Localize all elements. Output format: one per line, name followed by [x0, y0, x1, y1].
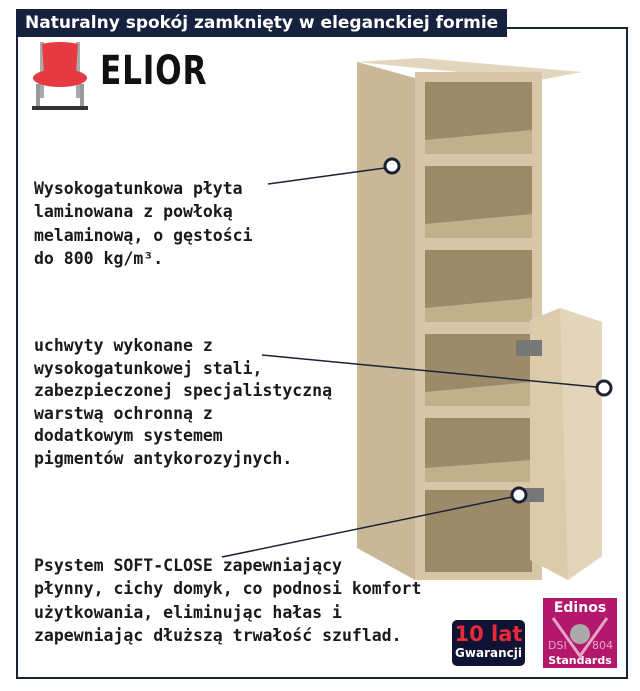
text-line: melaminową, o gęstości	[34, 225, 253, 245]
brand-name: ELIOR	[100, 48, 208, 94]
standards-left: DSI	[548, 639, 567, 652]
text-line: pigmentów antykorozyjnych.	[34, 448, 293, 468]
standards-logo-icon	[551, 617, 609, 659]
callout-dot	[383, 157, 401, 175]
feature-soft-close: Psystem SOFT-CLOSE zapewniający płynny, c…	[34, 554, 421, 647]
feature-handles: uchwyty wykonane z wysokogatunkowej stali…	[34, 335, 332, 471]
chair-icon	[32, 42, 88, 110]
text-line: dodatkowym systemem	[34, 426, 223, 446]
warranty-years: 10 lat	[454, 622, 523, 646]
text-line: użytkowania, eliminując hałas i	[34, 602, 342, 622]
text-line: Wysokogatunkowa płyta	[34, 179, 243, 198]
text-line: Psystem SOFT-CLOSE zapewniający	[34, 556, 342, 575]
text-line: zabezpieczonej specjalistyczną	[34, 381, 333, 401]
callout-dot	[510, 486, 528, 504]
standards-title: Edinos	[553, 600, 607, 616]
text-line: do 800 kg/m³.	[34, 248, 164, 268]
warranty-label: Gwarancji	[455, 646, 522, 660]
text-line: warstwą ochronną z	[34, 403, 213, 423]
text-line: zapewniając dłuższą trwałość szuflad.	[34, 625, 402, 645]
standards-badge: Edinos DSI 804 Standards	[543, 598, 617, 668]
text-line: płynny, cichy domyk, co podnosi komfort	[34, 579, 422, 599]
feature-board: Wysokogatunkowa płyta laminowana z powłok…	[34, 177, 253, 270]
standards-right: 804	[592, 639, 613, 652]
page-title: Naturalny spokój zamknięty w eleganckiej…	[16, 9, 508, 37]
text-line: wysokogatunkowej stali,	[34, 358, 263, 378]
callout-dot	[595, 379, 613, 397]
standards-bottom: Standards	[548, 654, 612, 667]
text-line: laminowana z powłoką	[34, 202, 233, 222]
text-line: uchwyty wykonane z	[34, 336, 213, 355]
warranty-badge: 10 lat Gwarancji	[452, 620, 525, 666]
